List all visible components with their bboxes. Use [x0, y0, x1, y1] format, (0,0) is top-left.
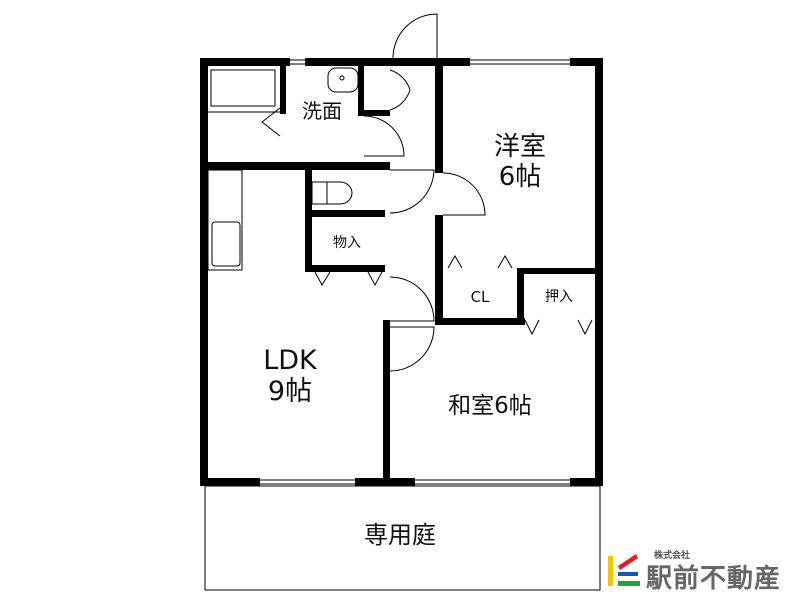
- room-label-washitsu: 和室6帖: [448, 393, 532, 419]
- room-label-monoire: 物入: [333, 235, 361, 251]
- room-label-ldk: LDK 9帖: [263, 345, 317, 408]
- walls: [200, 58, 603, 486]
- room-label-garden: 専用庭: [364, 521, 436, 549]
- fixtures: [204, 13, 601, 591]
- logo-company-name: 駅前不動産: [646, 564, 782, 594]
- company-logo: 株式会社 駅前不動産: [606, 548, 796, 594]
- room-label-youshitsu: 洋室 6帖: [493, 132, 546, 192]
- room-label-cl: CL: [470, 288, 490, 306]
- room-label-senmen: 洗面: [302, 99, 342, 123]
- logo-subtitle: 株式会社: [654, 551, 691, 561]
- room-label-oshiire: 押入: [545, 289, 573, 305]
- logo-mark-icon: [608, 554, 640, 586]
